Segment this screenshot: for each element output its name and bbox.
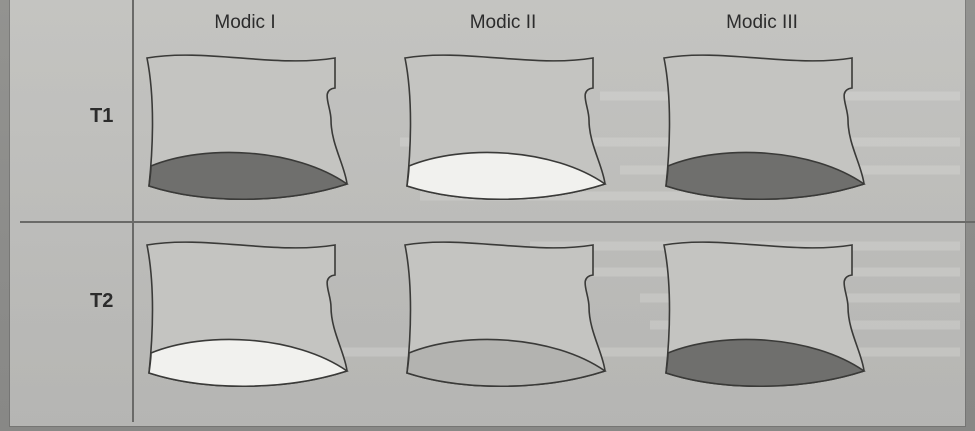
vertebra-t1-modic-2 xyxy=(404,54,607,201)
endplate-region xyxy=(406,151,607,201)
vertebra-t1-modic-1 xyxy=(146,54,349,201)
column-header-modic-1: Modic I xyxy=(214,12,276,33)
vertebra-t2-modic-1 xyxy=(146,241,349,388)
vertebra-t1-modic-3 xyxy=(663,54,866,201)
endplate-region xyxy=(665,338,866,388)
row-header-t1: T1 xyxy=(90,105,114,127)
comparison-diagram: Modic I Modic II Modic III T1 T2 xyxy=(10,0,975,426)
row-header-divider xyxy=(132,0,134,422)
row-divider xyxy=(20,221,975,223)
endplate-region xyxy=(148,338,349,388)
column-header-modic-2: Modic II xyxy=(469,12,537,33)
endplate-region xyxy=(148,151,349,201)
vertebra-t2-modic-3 xyxy=(663,241,866,388)
column-header-modic-3: Modic III xyxy=(726,12,798,33)
endplate-region xyxy=(665,151,866,201)
endplate-region xyxy=(406,338,607,388)
row-header-t2: T2 xyxy=(90,290,114,312)
vertebra-t2-modic-2 xyxy=(404,241,607,388)
